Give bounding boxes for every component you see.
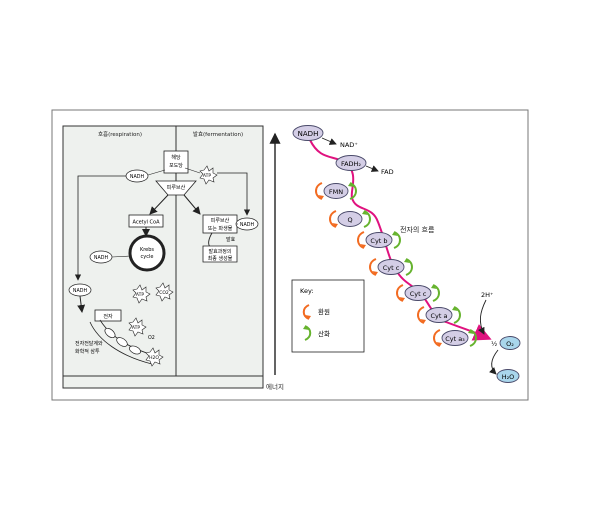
nadh-label-krebs: NADH xyxy=(94,255,109,261)
legend-title: Key: xyxy=(300,287,314,295)
pyruvate-derivative-line2: 또는 파생물 xyxy=(208,225,233,232)
krebs-label: Krebs xyxy=(140,247,154,253)
nadh-label-glycolysis: NADH xyxy=(130,174,145,180)
pyruvate-label: 피루브산 xyxy=(167,184,186,191)
cyt-c-label-1: Cyt c xyxy=(383,264,400,272)
fmn-label: FMN xyxy=(329,188,343,196)
h2o-label-left: H2O xyxy=(149,355,159,361)
cyt-a-label: Cyt a xyxy=(431,312,448,320)
cyt-b-label: Cyt b xyxy=(370,237,387,245)
legend-reduction-label: 환원 xyxy=(318,307,330,316)
pyruvate-derivative-line1: 피루브산 xyxy=(211,217,230,224)
acetyl-coa-label: Acetyl CoA xyxy=(132,220,160,226)
cyt-c-label-2: Cyt c xyxy=(410,290,427,298)
half-label: ½ xyxy=(491,340,497,348)
glucose-label: 포도당 xyxy=(169,162,183,169)
etc-caption-line1: 전자전달계와 xyxy=(75,340,103,347)
cyt-a3-label: Cyt a₃ xyxy=(445,335,465,343)
electron-label: 전자 xyxy=(103,313,113,320)
fadh2-node-label: FADH₂ xyxy=(341,160,361,168)
cycle-label: cycle xyxy=(141,254,154,260)
fad-label: FAD xyxy=(381,168,394,176)
fermentation-product-line1: 발효과정의 xyxy=(208,248,231,255)
fermentation-header: 발효(fermentation) xyxy=(193,130,243,138)
respiration-header: 호흡(respiration) xyxy=(98,130,142,138)
o2-node-label: O₂ xyxy=(506,340,514,348)
nadh-label-fermentation: NADH xyxy=(240,222,255,228)
nadh-node-label: NADH xyxy=(298,130,319,138)
q-label: Q xyxy=(347,216,352,224)
legend-key: Key: 환원 산화 xyxy=(292,280,364,352)
two-h-label: 2H⁺ xyxy=(481,291,493,299)
electron-flow-label: 전자의 흐름 xyxy=(400,225,435,234)
krebs-cycle-center xyxy=(134,240,160,266)
o2-label-left: O2 xyxy=(148,335,155,341)
nad-plus-label: NAD⁺ xyxy=(340,141,358,149)
energy-axis-label: 에너지 xyxy=(266,382,284,391)
etc-caption-line2: 화학적 삼투 xyxy=(75,348,100,355)
atp-label-glycolysis: ATP xyxy=(203,173,211,179)
legend-oxidation-label: 산화 xyxy=(318,329,330,338)
co2-label-krebs: CO2 xyxy=(159,290,169,296)
fermentation-label: 발효 xyxy=(226,236,236,243)
atp-label-krebs: ATP xyxy=(136,292,144,298)
fermentation-product-line2: 최종 생성물 xyxy=(208,255,233,262)
atp-label-etc: ATP xyxy=(132,325,140,331)
h2o-node-label: H₂O xyxy=(502,373,515,381)
metabolism-panel: 호흡(respiration) 발효(fermentation) 해당 포도당 … xyxy=(63,126,263,388)
glycolysis-label: 해당 xyxy=(171,154,181,161)
nadh-label-etc: NADH xyxy=(73,288,88,294)
